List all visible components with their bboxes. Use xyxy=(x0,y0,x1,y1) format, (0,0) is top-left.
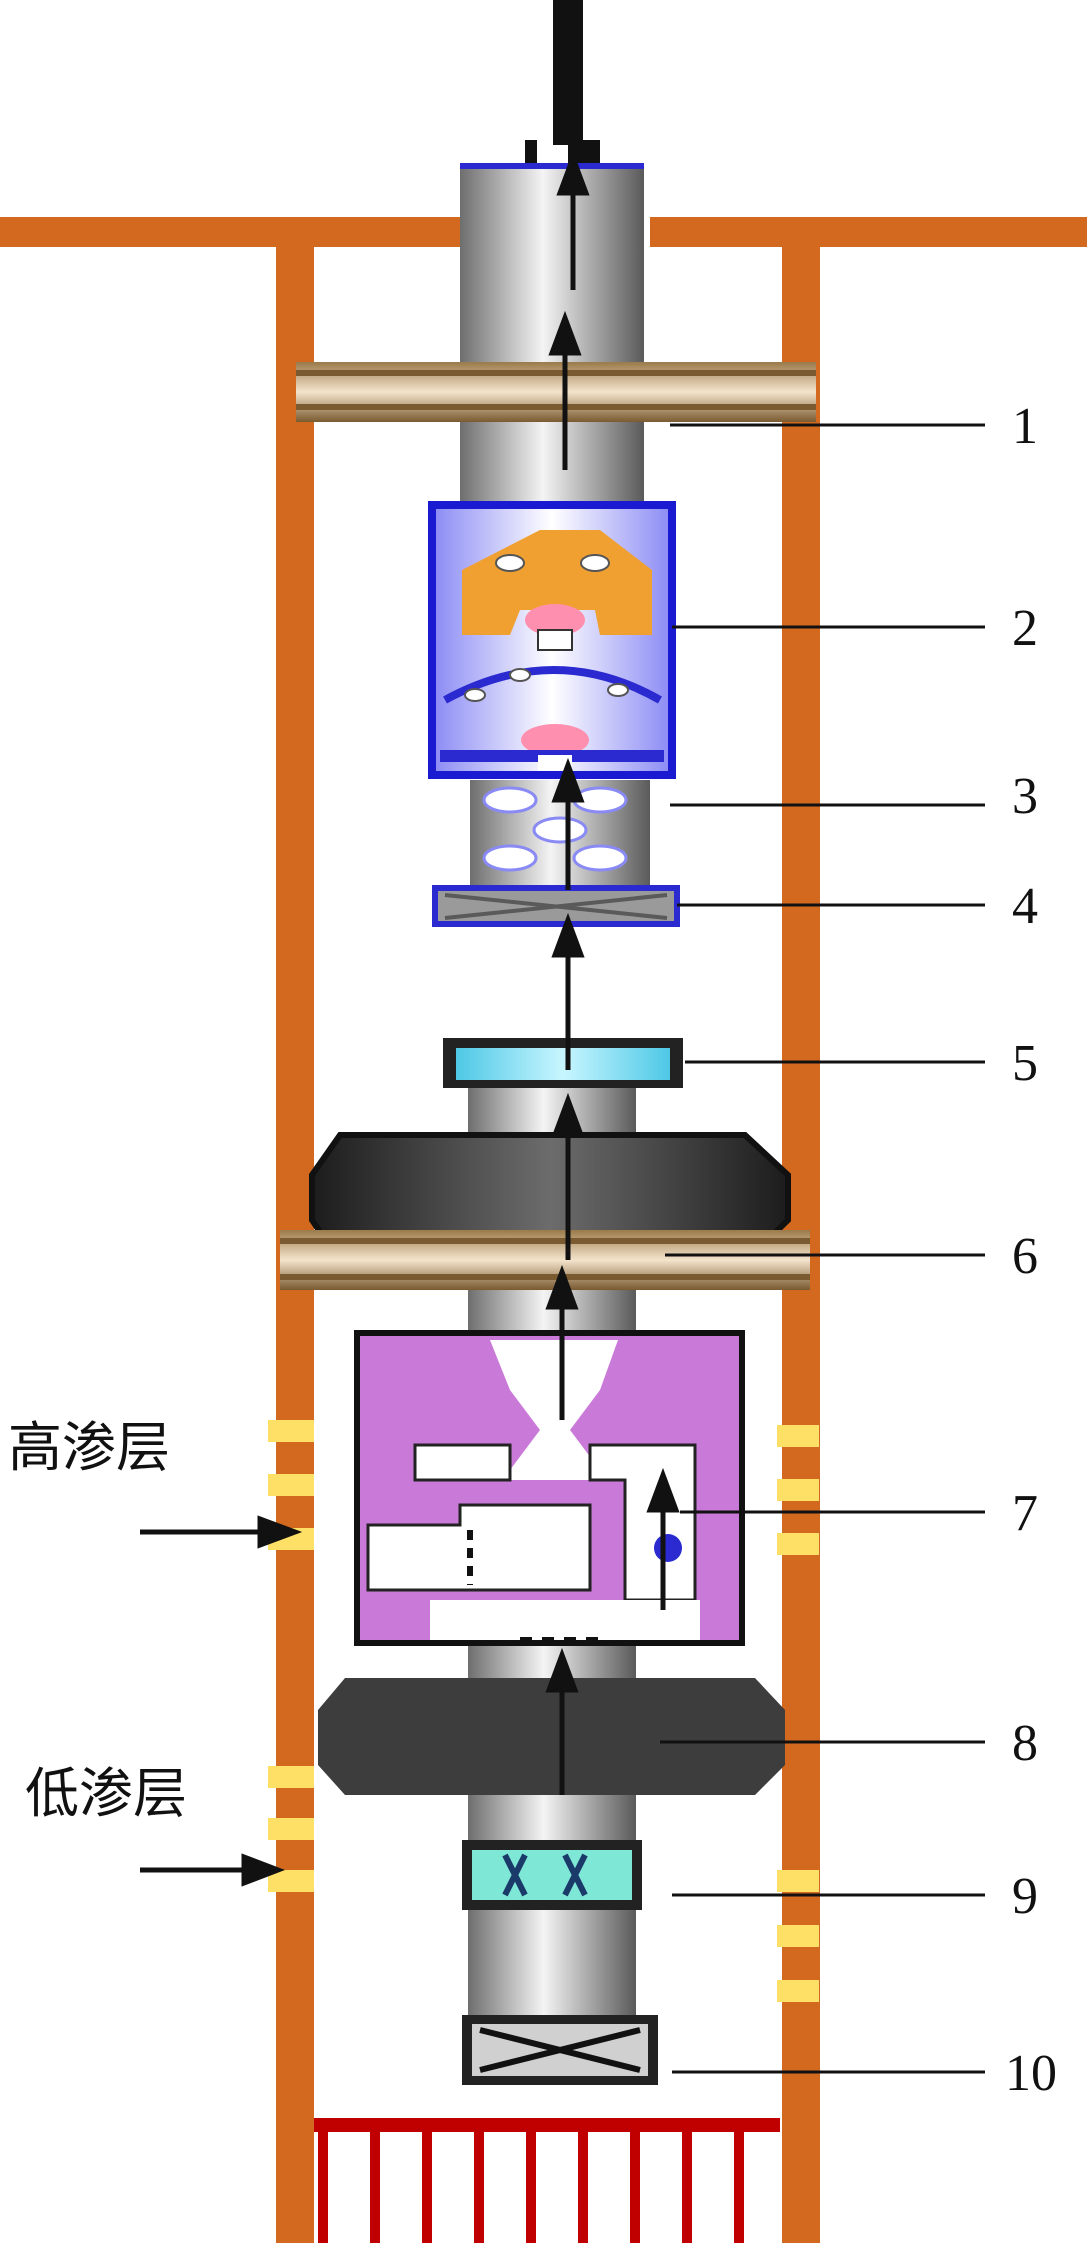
callout-9: 9 xyxy=(1012,1868,1038,1925)
packer-lower xyxy=(318,1678,785,1795)
arrow-up-icon xyxy=(545,1264,579,1310)
low-perm-zone-label: 低渗层 xyxy=(25,1762,187,1825)
wellhead-left xyxy=(0,217,462,247)
arrow-right-icon xyxy=(241,1853,286,1887)
arrow-up-icon xyxy=(545,1647,579,1693)
bottom-screen xyxy=(314,2118,780,2243)
callout-10: 10 xyxy=(1005,2045,1057,2102)
arrow-up-icon xyxy=(548,310,582,356)
callout-2: 2 xyxy=(1012,600,1038,657)
callout-labels: 1 2 3 4 5 6 7 8 9 10 xyxy=(1005,398,1057,2102)
sucker-rod xyxy=(525,0,600,165)
callout-6: 6 xyxy=(1012,1228,1038,1285)
callout-4: 4 xyxy=(1012,878,1038,935)
callout-1: 1 xyxy=(1012,398,1038,455)
callout-3: 3 xyxy=(1012,768,1038,825)
high-perm-zone-label: 高渗层 xyxy=(8,1416,170,1479)
anchor-lower xyxy=(280,1230,810,1290)
pump-assembly xyxy=(428,501,676,779)
callout-7: 7 xyxy=(1012,1485,1038,1542)
arrow-up-icon xyxy=(646,1467,680,1513)
callout-5: 5 xyxy=(1012,1035,1038,1092)
callout-8: 8 xyxy=(1012,1715,1038,1772)
wellhead-right xyxy=(650,217,1087,247)
perforations-low-zone xyxy=(268,1766,819,2002)
coupling-4 xyxy=(432,885,680,927)
arrow-right-icon xyxy=(257,1515,303,1549)
flow-arrows xyxy=(545,150,680,1795)
tubing-upper xyxy=(460,165,644,510)
valve-body-7 xyxy=(354,1330,745,1646)
arrow-up-icon xyxy=(556,150,590,196)
arrow-up-icon xyxy=(551,1092,585,1138)
callout-lines xyxy=(660,423,985,2074)
arrow-up-icon xyxy=(551,757,585,803)
perforations-high-zone xyxy=(268,1420,819,1555)
anchor-upper xyxy=(296,362,816,422)
collar-5 xyxy=(443,1038,683,1088)
plug-10 xyxy=(462,2015,658,2085)
check-valve-9 xyxy=(462,1840,642,1910)
arrow-up-icon xyxy=(551,912,585,958)
zone-arrows xyxy=(140,1515,303,1887)
